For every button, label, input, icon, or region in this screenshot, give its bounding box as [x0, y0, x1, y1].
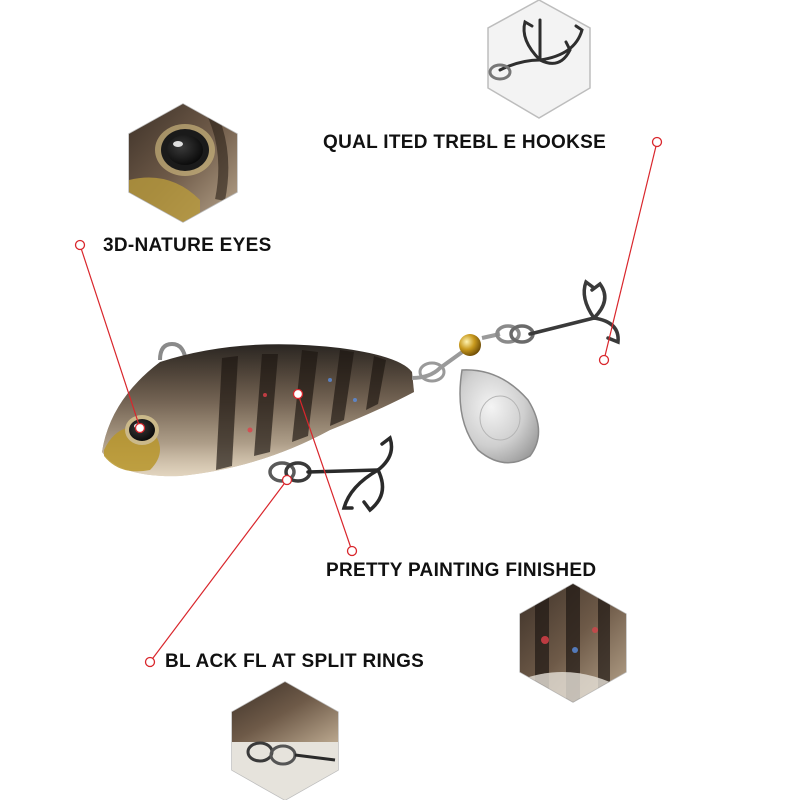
rear-treble-hook: [528, 279, 620, 345]
label-treble-hooks: QUAL ITED TREBL E HOOKSE: [323, 132, 607, 153]
painting-detail-hexagon: [519, 583, 627, 703]
label-split-rings: BL ACK FL AT SPLIT RINGS: [165, 651, 425, 672]
line-tie-eye: [158, 341, 188, 363]
split-ring-detail-hexagon: [231, 681, 339, 800]
callout-lines: [79, 141, 658, 663]
eye-detail-hexagon: [128, 103, 238, 223]
tail-spinner-assembly: [411, 324, 540, 464]
hook-detail-hexagon: [487, 0, 591, 119]
label-nature-eyes: 3D-NATURE EYES: [103, 235, 272, 256]
label-painting-finished: PRETTY PAINTING FINISHED: [326, 560, 597, 581]
belly-treble-hook: [306, 435, 394, 513]
lure-body: [102, 344, 414, 477]
callout-dots: [74, 136, 663, 668]
